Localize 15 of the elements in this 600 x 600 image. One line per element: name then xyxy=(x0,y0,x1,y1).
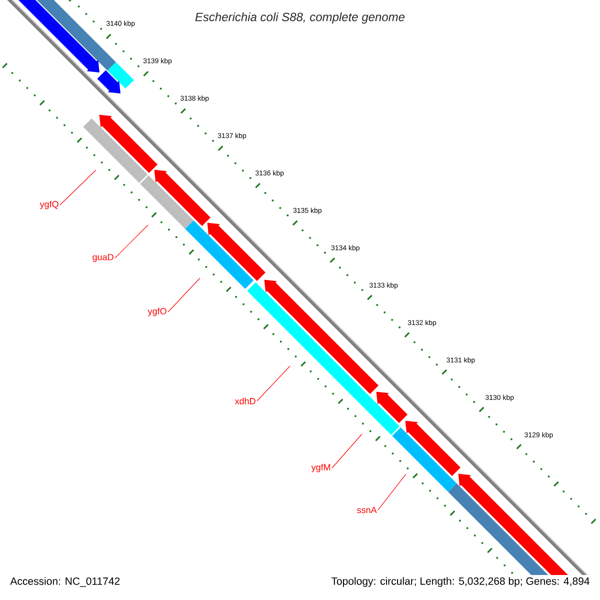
leader-line xyxy=(168,278,200,312)
accession-text: Accession: NC_011742 xyxy=(10,577,120,587)
gene-label: ssnA xyxy=(357,506,377,514)
gene-label: xdhD xyxy=(234,398,256,404)
leader-line xyxy=(114,224,148,258)
leader-line xyxy=(60,170,96,206)
gene-label: ygfM xyxy=(311,464,330,472)
leader-line xyxy=(378,474,406,510)
leader-line xyxy=(332,434,362,468)
gene-label: ygfQ xyxy=(40,200,58,210)
gene-label: guaD xyxy=(92,254,114,262)
title: Escherichia coli S88, complete genome xyxy=(195,12,405,24)
genome-info-text: Topology: circular; Length: 5,032,268 bp; Genes: 4,894 xyxy=(331,577,590,587)
leader-line xyxy=(256,366,290,402)
gene-label: ygfO xyxy=(148,308,166,316)
